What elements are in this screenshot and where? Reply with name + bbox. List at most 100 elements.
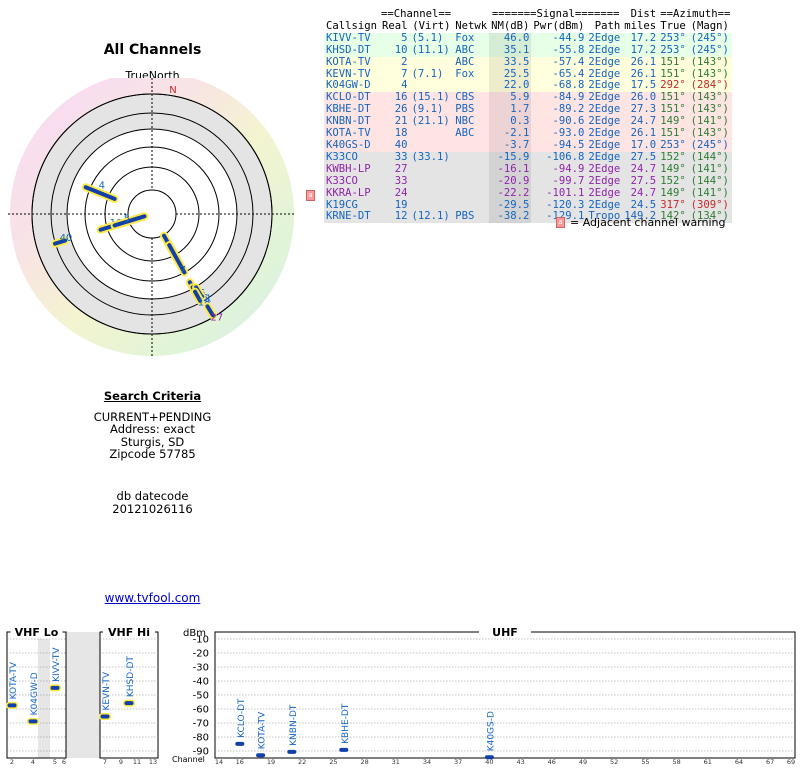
cell-virt	[410, 164, 454, 176]
col-netwk: Netwk	[455, 19, 488, 32]
polar-chart: N440105271626211827	[8, 78, 296, 358]
search-criteria: Search Criteria CURRENT+PENDING Address:…	[0, 390, 305, 461]
station-mark	[83, 185, 117, 201]
group-header-signal: =======Signal=======	[491, 8, 620, 20]
cell-path: 2Edge	[588, 103, 621, 116]
station-label: 5	[124, 214, 130, 225]
cell-virt: (15.1)	[411, 91, 450, 104]
cell-nm: -38.2	[489, 211, 532, 224]
station-mark	[167, 243, 187, 275]
cell-virt: (11.1)	[411, 43, 450, 56]
cell-real: 27	[394, 162, 408, 175]
y-tick-label: -10	[193, 635, 209, 646]
cell-true: 151°	[660, 67, 686, 80]
group-header-channel: ==Channel==	[381, 8, 452, 20]
station-callsign: KCLO-DT	[237, 698, 247, 738]
cell-virt	[410, 176, 454, 188]
cell-pwr: -129.1	[546, 210, 585, 223]
cell-netwk	[453, 188, 489, 200]
x-tick-label: 13	[149, 758, 157, 766]
cell-netwk: PBS	[455, 103, 475, 116]
website-link[interactable]: www.tvfool.com	[104, 591, 201, 605]
cell-magn: (141°)	[690, 186, 729, 199]
station-callsign: K40GS-D	[486, 711, 496, 751]
cell-path: 2Edge	[588, 67, 621, 80]
section-title: UHF	[492, 626, 518, 639]
cell-netwk: ABC	[455, 127, 475, 140]
criteria-heading: Search Criteria	[103, 389, 202, 403]
cell-virt	[410, 188, 454, 200]
col-pwr: Pwr(dBm)	[533, 19, 585, 32]
cell-miles: 26.1	[630, 127, 657, 140]
cell-true: 149°	[660, 115, 686, 128]
cell-nm: -3.7	[489, 139, 532, 152]
cell-real: 26	[394, 103, 408, 116]
x-tick-label: 40	[485, 758, 493, 766]
cell-magn: (284°)	[690, 79, 729, 92]
cell-real: 4	[401, 79, 408, 92]
cell-pwr: -90.6	[552, 115, 585, 128]
cell-miles: 17.2	[630, 31, 657, 44]
station-label: 40	[60, 233, 73, 244]
cell-virt	[410, 57, 454, 69]
station-callsign: KOTA-TV	[258, 711, 268, 749]
station-callsign: KBHE-DT	[341, 703, 351, 744]
station-callsign: KNBN-DT	[289, 704, 299, 746]
cell-netwk: ABC	[455, 43, 475, 56]
station-label: 27	[210, 312, 223, 323]
cell-pwr: -57.4	[552, 55, 585, 68]
cell-callsign: KHSD-DT	[326, 43, 371, 56]
cell-real: 12	[394, 210, 408, 223]
cell-real: 33	[394, 150, 408, 163]
x-tick-label: 11	[133, 758, 141, 766]
cell-miles: 24.5	[630, 198, 657, 211]
x-tick-label: 6	[62, 758, 66, 766]
cell-nm: 22.0	[489, 80, 532, 93]
x-tick-label: 55	[641, 758, 649, 766]
cell-magn: (134°)	[690, 210, 729, 223]
cell-miles: 24.7	[630, 115, 657, 128]
x-tick-label: 14	[215, 758, 223, 766]
cell-virt: (9.1)	[411, 103, 444, 116]
cell-netwk: Fox	[455, 67, 475, 80]
datecode-value: 20121026116	[112, 501, 193, 516]
cell-virt: (21.1)	[411, 115, 450, 128]
cell-callsign: K04GW-D	[326, 79, 371, 92]
cell-pwr: -94.5	[552, 138, 585, 151]
cell-real: 16	[394, 91, 408, 104]
cell-magn: (245°)	[690, 43, 729, 56]
cell-real: 10	[394, 43, 408, 56]
y-tick-label: -30	[193, 663, 209, 674]
cell-netwk	[453, 176, 489, 188]
cell-callsign: K19CG	[326, 198, 358, 211]
cell-pwr: -94.9	[552, 162, 585, 175]
x-tick-label: 49	[579, 758, 587, 766]
station-callsign: KEVN-TV	[102, 671, 112, 710]
y-tick-label: -60	[193, 705, 209, 716]
cell-netwk	[453, 152, 489, 164]
station-bar	[50, 685, 60, 690]
cell-magn: (143°)	[690, 55, 729, 68]
x-tick-label: 5	[53, 758, 57, 766]
cell-nm: -16.1	[489, 163, 532, 176]
col-magn: (Magn)	[690, 19, 729, 32]
cell-miles: 24.7	[630, 162, 657, 175]
cell-path: 2Edge	[588, 91, 621, 104]
station-label: 21	[199, 293, 212, 304]
x-tick-label: 9	[119, 758, 123, 766]
cell-magn: (144°)	[690, 174, 729, 187]
cell-magn: (143°)	[690, 91, 729, 104]
station-bar	[7, 703, 17, 708]
cell-miles: 27.3	[630, 103, 657, 116]
cell-nm: -15.9	[489, 151, 532, 164]
x-tick-label: 25	[329, 758, 337, 766]
cell-magn: (143°)	[690, 67, 729, 80]
cell-path: 2Edge	[588, 198, 621, 211]
